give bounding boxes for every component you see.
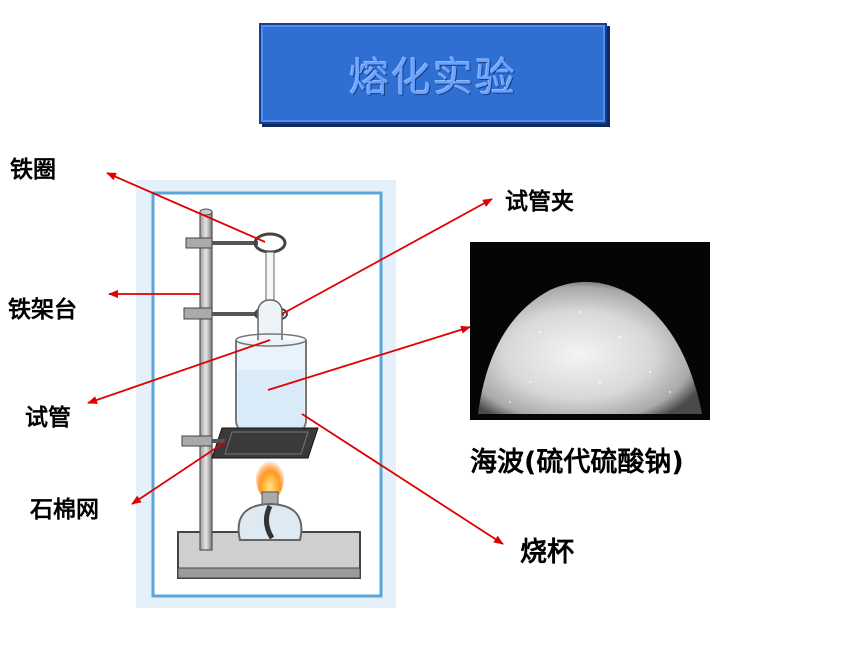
title-banner: 熔化实验 — [259, 23, 607, 124]
label-asbestos-mesh: 石棉网 — [30, 497, 99, 523]
sample-caption: 海波(硫代硫酸钠) — [470, 447, 684, 478]
page-title: 熔化实验 — [349, 54, 517, 101]
alcohol-lamp — [237, 502, 303, 541]
arrow-test-tube — [87, 339, 271, 404]
label-iron-stand: 铁架台 — [8, 297, 77, 323]
stand-rod — [199, 211, 213, 551]
label-iron-ring: 铁圈 — [10, 157, 56, 183]
arrow-iron-ring — [106, 172, 266, 243]
arrow-tube-clamp — [281, 198, 493, 315]
arrow-asbestos-mesh — [131, 441, 226, 505]
label-test-tube: 试管 — [25, 405, 71, 431]
flame — [256, 456, 284, 500]
arrow-beaker — [301, 413, 504, 545]
label-tube-clamp: 试管夹 — [505, 189, 574, 215]
arrow-sample — [267, 325, 471, 391]
sodium-thiosulfate-photo — [470, 242, 710, 420]
crystal-pile-image — [470, 242, 710, 420]
label-beaker: 烧杯 — [520, 537, 574, 568]
